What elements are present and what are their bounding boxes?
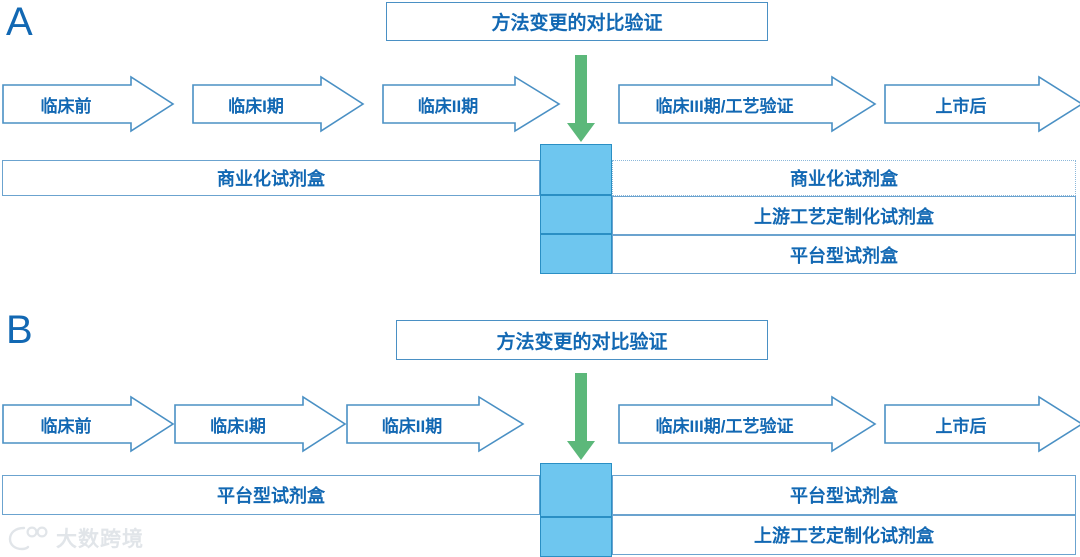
panel-b-title-text: 方法变更的对比验证 [496,331,668,353]
stage-arrow-4-b[interactable]: 临床III期/工艺验证 [618,395,877,453]
stage-arrow-1-a[interactable]: 临床前 [2,75,175,133]
stage-arrow-3-a[interactable]: 临床II期 [382,75,561,133]
kit-bar-left-b-1[interactable]: 平台型试剂盒 [2,475,540,515]
panel-a-label: A [6,0,33,44]
kit-bar-left-a-1[interactable]: 商业化试剂盒 [2,160,540,196]
stage-arrow-5-b[interactable]: 上市后 [884,395,1080,453]
kit-bar-right-b-2[interactable]: 上游工艺定制化试剂盒 [612,515,1076,555]
method-change-column-b[interactable] [540,463,612,557]
stage-arrow-3-b[interactable]: 临床II期 [346,395,525,453]
panel-a-title-box: 方法变更的对比验证 [386,2,768,41]
stage-arrow-2-b[interactable]: 临床I期 [174,395,347,453]
stage-arrow-2-a[interactable]: 临床I期 [192,75,365,133]
kit-bar-right-b-1-label: 平台型试剂盒 [790,486,898,506]
kit-bar-left-b-1-label: 平台型试剂盒 [217,486,325,506]
kit-bar-right-a-3[interactable]: 平台型试剂盒 [612,235,1076,274]
kit-bar-right-a-1-label: 商业化试剂盒 [790,169,898,189]
stage-arrow-4-a[interactable]: 临床III期/工艺验证 [618,75,877,133]
green-down-arrow-b [566,373,596,461]
panel-a: A 方法变更的对比验证 临床前 临床I期 临床II期 临床III期/工艺验证 [2,0,1080,274]
column-segment-line-1 [541,516,611,518]
column-segment-line-1 [541,194,611,196]
kit-bar-right-a-3-label: 平台型试剂盒 [790,245,898,266]
kit-bar-right-a-2-label: 上游工艺定制化试剂盒 [754,206,934,227]
kit-bar-right-a-1[interactable]: 商业化试剂盒 [612,160,1076,196]
panel-b-label: B [6,308,33,352]
panel-b-title-box: 方法变更的对比验证 [396,320,768,360]
kit-bar-right-b-1[interactable]: 平台型试剂盒 [612,475,1076,515]
green-down-arrow-a [566,55,596,143]
column-segment-line-2 [541,233,611,235]
panel-a-title-text: 方法变更的对比验证 [491,13,663,34]
kit-bar-right-b-2-label: 上游工艺定制化试剂盒 [754,526,934,546]
method-change-column-a[interactable] [540,144,612,274]
stage-arrow-1-b[interactable]: 临床前 [2,395,175,453]
kit-bar-right-a-2[interactable]: 上游工艺定制化试剂盒 [612,196,1076,235]
stage-arrow-5-a[interactable]: 上市后 [884,75,1080,133]
panel-b: B 方法变更的对比验证 临床前 临床I期 临床II期 临床III期/工艺验证 [0,300,1080,557]
kit-bar-left-a-1-label: 商业化试剂盒 [217,169,325,189]
